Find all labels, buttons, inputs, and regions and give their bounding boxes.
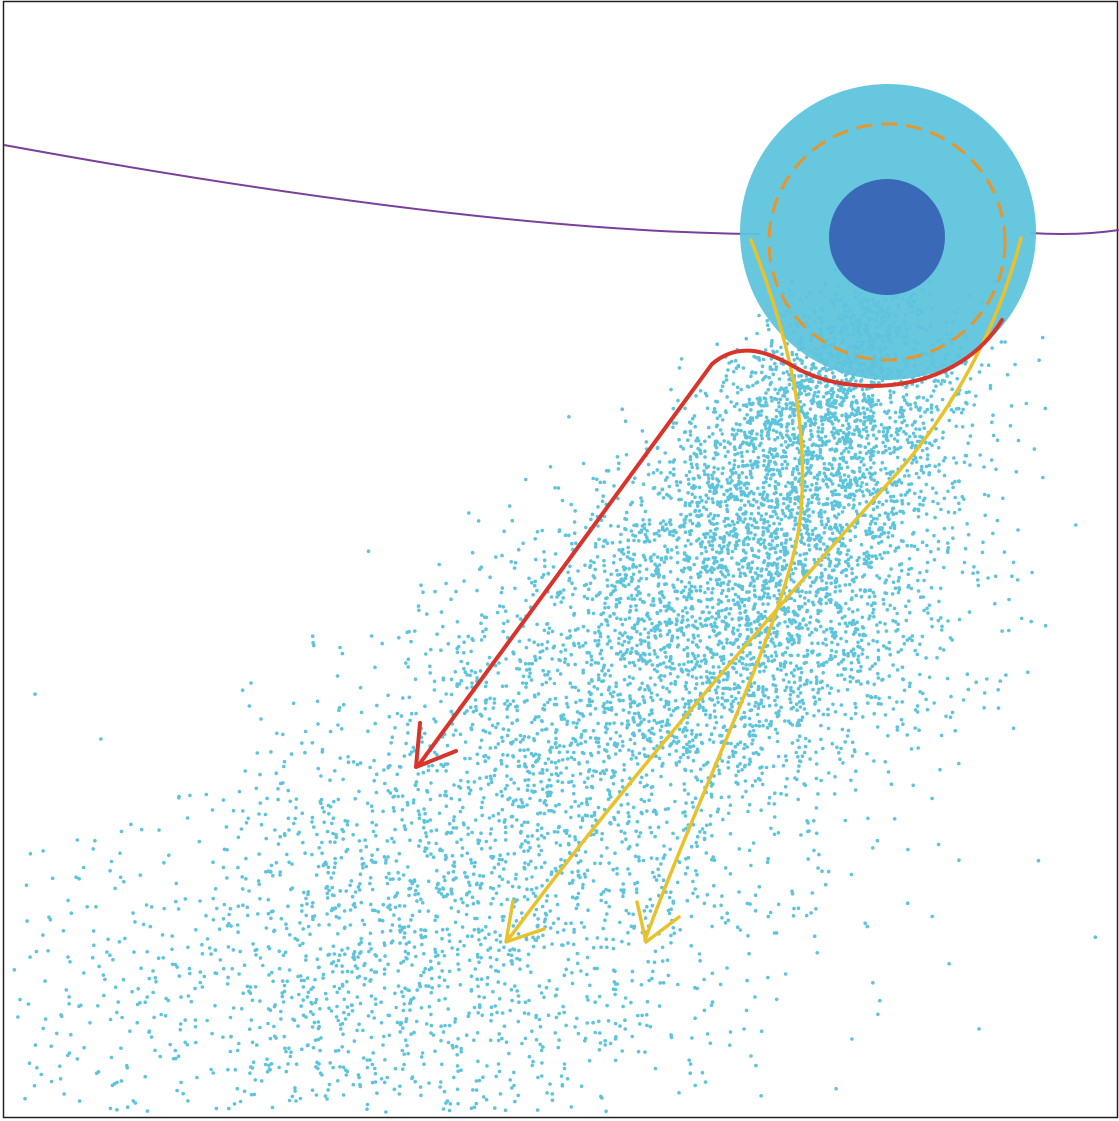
red-trajectory-arrow [414, 318, 1004, 769]
dashed-ring [767, 122, 1007, 362]
particle-cloud [12, 267, 1098, 1114]
central-body [829, 179, 945, 295]
yellow-trajectory-arrow-left [504, 236, 1023, 944]
yellow-trajectory-arrow-right [635, 238, 805, 944]
orbit-line [3, 144, 1119, 235]
